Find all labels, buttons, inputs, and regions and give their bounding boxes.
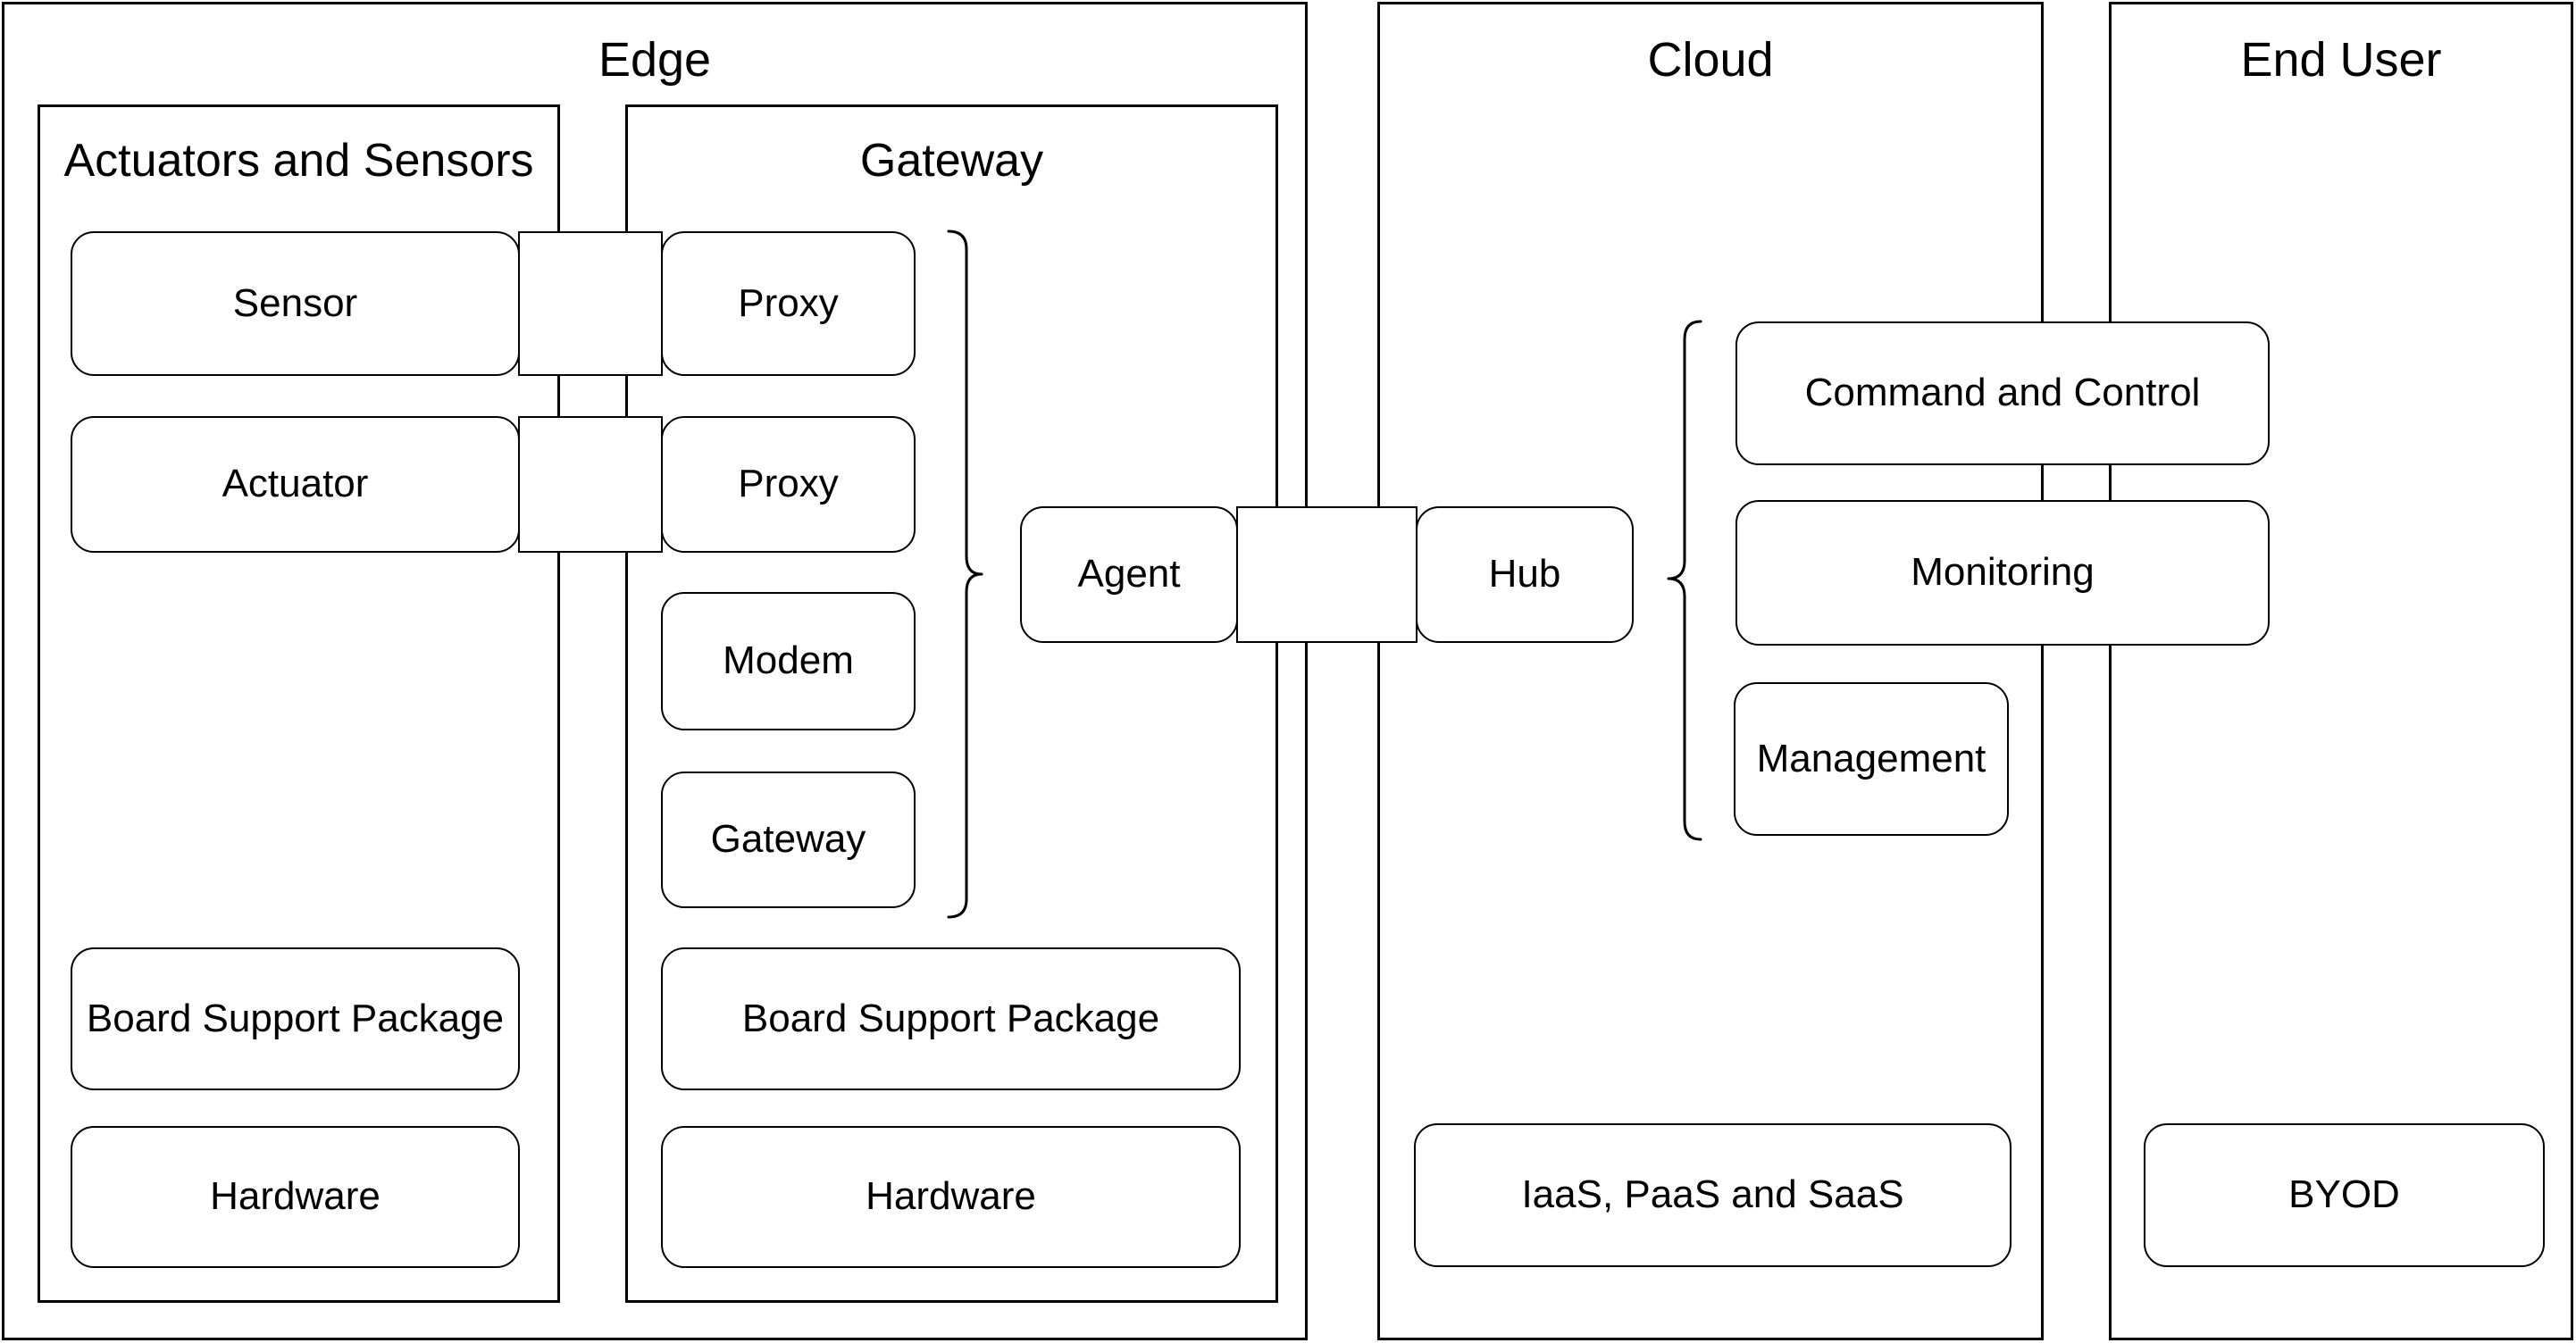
node-hardware-actuators-sensors: Hardware: [71, 1126, 520, 1268]
actuator-proxy-connector: [518, 416, 663, 553]
gateway-section-title: Gateway: [859, 135, 1044, 187]
node-sensor: Sensor: [71, 231, 520, 376]
node-actuator: Actuator: [71, 416, 520, 553]
node-management: Management: [1734, 682, 2009, 836]
node-iaas-paas-saas: IaaS, PaaS and SaaS: [1414, 1123, 2011, 1267]
node-bsp-gateway: Board Support Package: [661, 947, 1241, 1090]
node-command-and-control: Command and Control: [1735, 321, 2270, 465]
node-proxy-sensor: Proxy: [661, 231, 916, 376]
edge-title: Edge: [598, 33, 712, 87]
node-agent: Agent: [1020, 506, 1238, 643]
node-hub: Hub: [1416, 506, 1634, 643]
actuators-sensors-section: [38, 104, 560, 1303]
end-user-container: [2109, 2, 2573, 1340]
gateway-section: [625, 104, 1278, 1303]
node-byod: BYOD: [2144, 1123, 2545, 1267]
agent-hub-connector: [1236, 506, 1418, 643]
cloud-services-group-brace-icon: [1667, 320, 1702, 841]
node-bsp-actuators-sensors: Board Support Package: [71, 947, 520, 1090]
cloud-title: Cloud: [1647, 33, 1774, 87]
gateway-group-brace-icon: [947, 229, 983, 919]
node-monitoring: Monitoring: [1735, 500, 2270, 646]
node-proxy-actuator: Proxy: [661, 416, 916, 553]
node-hardware-gateway: Hardware: [661, 1126, 1241, 1268]
end-user-title: End User: [2240, 33, 2442, 87]
node-gateway: Gateway: [661, 772, 916, 908]
cloud-container: [1377, 2, 2044, 1340]
node-modem: Modem: [661, 592, 916, 730]
edge-container: [2, 2, 1308, 1340]
sensor-proxy-connector: [518, 231, 663, 376]
actuators-sensors-section-title: Actuators and Sensors: [63, 135, 534, 187]
